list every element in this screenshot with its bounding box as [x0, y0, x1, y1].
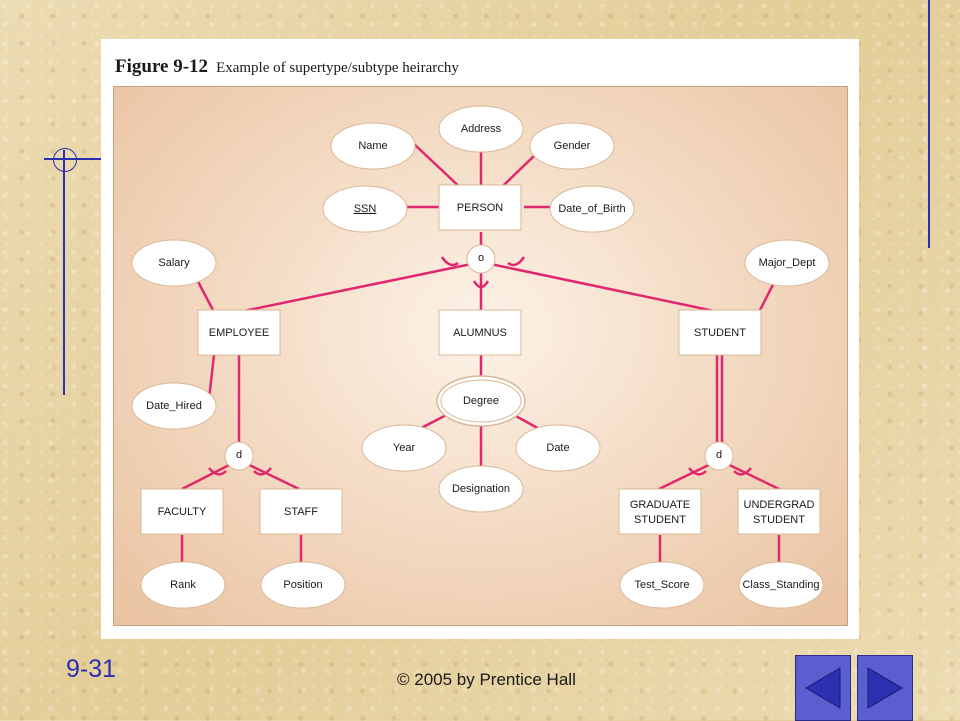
label-rank: Rank [170, 579, 196, 591]
label-test-score: Test_Score [634, 579, 689, 591]
attribute-year [361, 424, 447, 472]
attribute-name [330, 122, 416, 170]
label-person: PERSON [457, 202, 504, 214]
attribute-position [260, 561, 346, 609]
entity-person [438, 184, 522, 231]
attribute-gender [529, 122, 615, 170]
label-gender: Gender [554, 140, 591, 152]
attribute-date-hired [131, 382, 217, 430]
overlap-constraint [466, 244, 496, 274]
entity-student [678, 309, 762, 356]
entity-staff [259, 488, 343, 535]
label-student: STUDENT [694, 327, 746, 339]
label-overlap: o [478, 252, 484, 264]
attribute-date-of-birth [549, 185, 635, 233]
figure-caption-text: Example of supertype/subtype heirarchy [216, 60, 459, 76]
attribute-salary [131, 239, 217, 287]
entity-faculty [140, 488, 224, 535]
label-major-dept: Major_Dept [759, 257, 816, 269]
entity-graduate-student [618, 488, 702, 535]
label-undergrad-line1: UNDERGRAD [744, 499, 815, 511]
label-date-of-birth: Date_of_Birth [558, 203, 625, 215]
label-class-standing: Class_Standing [742, 579, 819, 591]
label-address: Address [461, 123, 502, 135]
copyright-notice: © 2005 by Prentice Hall [397, 670, 576, 689]
guide-line-vertical-left [63, 150, 65, 395]
label-year: Year [393, 442, 416, 454]
label-date-hired: Date_Hired [146, 400, 202, 412]
figure-caption: Figure 9-12 Example of supertype/subtype … [115, 56, 459, 78]
label-disjoint-employee: d [236, 449, 242, 461]
attribute-ssn [322, 185, 408, 233]
attribute-address [438, 105, 524, 153]
label-graduate-line1: GRADUATE [630, 499, 690, 511]
attribute-designation [438, 465, 524, 513]
triangle-left-icon [805, 667, 841, 709]
label-salary: Salary [158, 257, 190, 269]
label-designation: Designation [452, 483, 510, 495]
slide-number: 9-31 [66, 655, 117, 683]
label-staff: STAFF [284, 506, 318, 518]
entity-undergrad-student [737, 488, 821, 535]
crosshair-icon [53, 148, 77, 172]
entity-employee [197, 309, 281, 356]
er-diagram: Name Address Gender SSN Date_of_Birth Sa… [113, 86, 848, 626]
entity-alumnus [438, 309, 522, 356]
previous-slide-button[interactable] [795, 655, 851, 721]
attribute-test-score [619, 561, 705, 609]
label-employee: EMPLOYEE [209, 327, 270, 339]
label-date: Date [546, 442, 569, 454]
figure-number: Figure 9-12 [115, 56, 209, 77]
label-name: Name [358, 140, 387, 152]
attribute-class-standing [738, 561, 824, 609]
label-degree: Degree [463, 395, 499, 407]
attribute-date [515, 424, 601, 472]
triangle-right-icon [867, 667, 903, 709]
label-alumnus: ALUMNUS [453, 327, 507, 339]
attribute-rank [140, 561, 226, 609]
next-slide-button[interactable] [857, 655, 913, 721]
label-ssn: SSN [354, 203, 377, 215]
figure-card: Figure 9-12 Example of supertype/subtype … [101, 39, 859, 639]
label-position: Position [283, 579, 322, 591]
label-faculty: FACULTY [158, 506, 207, 518]
label-graduate-line2: STUDENT [634, 514, 686, 526]
label-undergrad-line2: STUDENT [753, 514, 805, 526]
guide-line-vertical-right [928, 0, 930, 248]
disjoint-constraint-employee [224, 441, 254, 471]
attribute-major-dept [744, 239, 830, 287]
label-disjoint-student: d [716, 449, 722, 461]
disjoint-constraint-student [704, 441, 734, 471]
